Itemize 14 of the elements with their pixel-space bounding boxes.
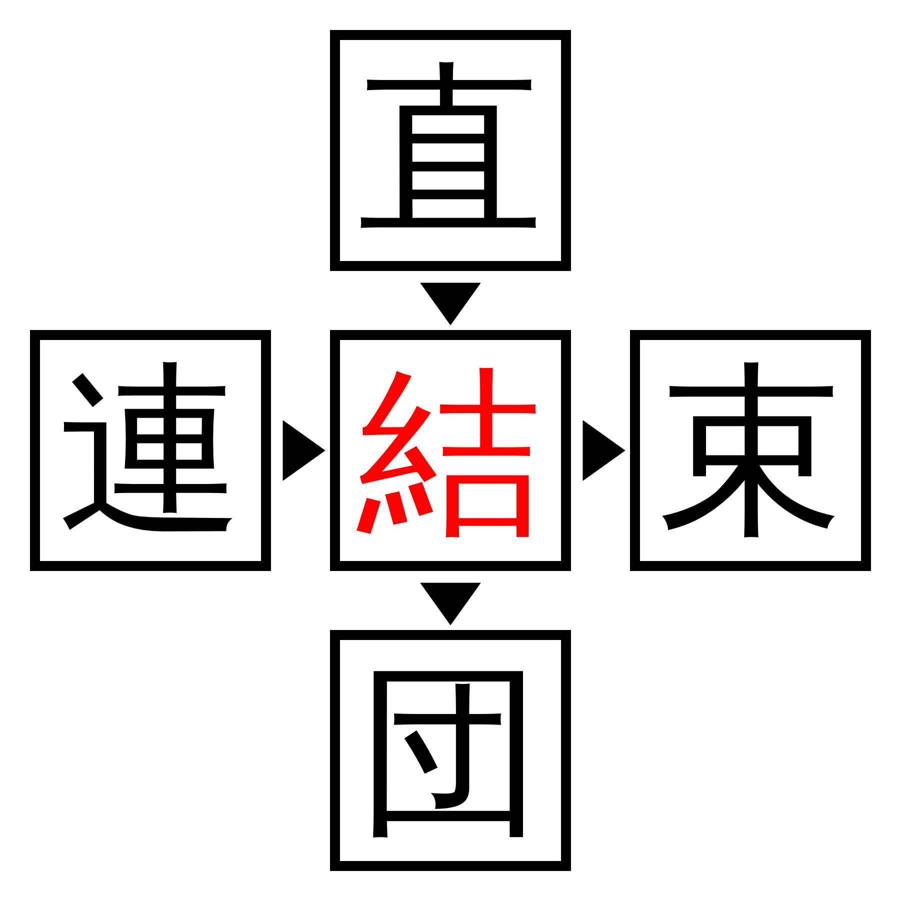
arrow bbox=[420, 582, 481, 626]
character-box bbox=[330, 30, 571, 271]
kanji: 直 bbox=[358, 58, 544, 244]
character-box bbox=[330, 330, 571, 571]
arrow bbox=[582, 420, 626, 481]
character-box bbox=[30, 330, 271, 571]
arrow bbox=[282, 420, 326, 481]
kanji: 団 bbox=[358, 658, 544, 844]
kanji: 結 bbox=[358, 358, 544, 544]
character-box bbox=[630, 330, 871, 571]
kanji: 束 bbox=[658, 358, 844, 544]
kanji: 連 bbox=[58, 358, 244, 544]
arrow bbox=[420, 282, 481, 326]
character-box bbox=[330, 630, 571, 871]
